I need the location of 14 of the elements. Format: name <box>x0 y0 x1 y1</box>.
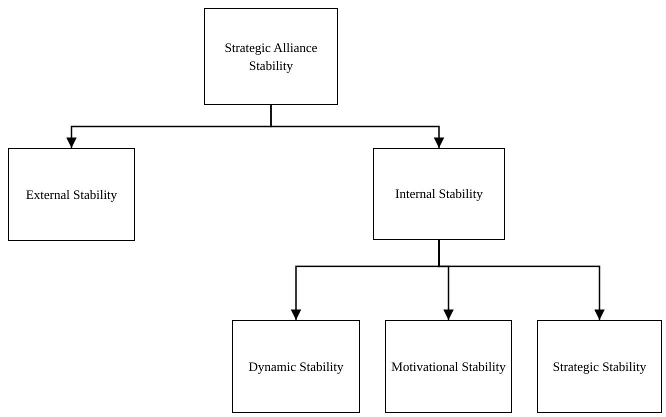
process-box <box>373 148 505 240</box>
process-box <box>8 148 135 241</box>
process-box <box>385 320 512 413</box>
process-box <box>204 8 338 105</box>
box-label: Strategic Stability <box>552 358 646 376</box>
box-label: Strategic Alliance Stability <box>224 38 318 74</box>
arrow <box>438 240 605 320</box>
process-box <box>232 320 360 413</box>
box-label: Internal Stability <box>395 185 483 203</box>
arrow <box>270 105 444 148</box>
box-label: Dynamic Stability <box>248 358 344 376</box>
box-label: External Stability <box>26 186 118 204</box>
process-box <box>537 320 662 413</box>
box-label: Motivational Stability <box>391 358 506 376</box>
